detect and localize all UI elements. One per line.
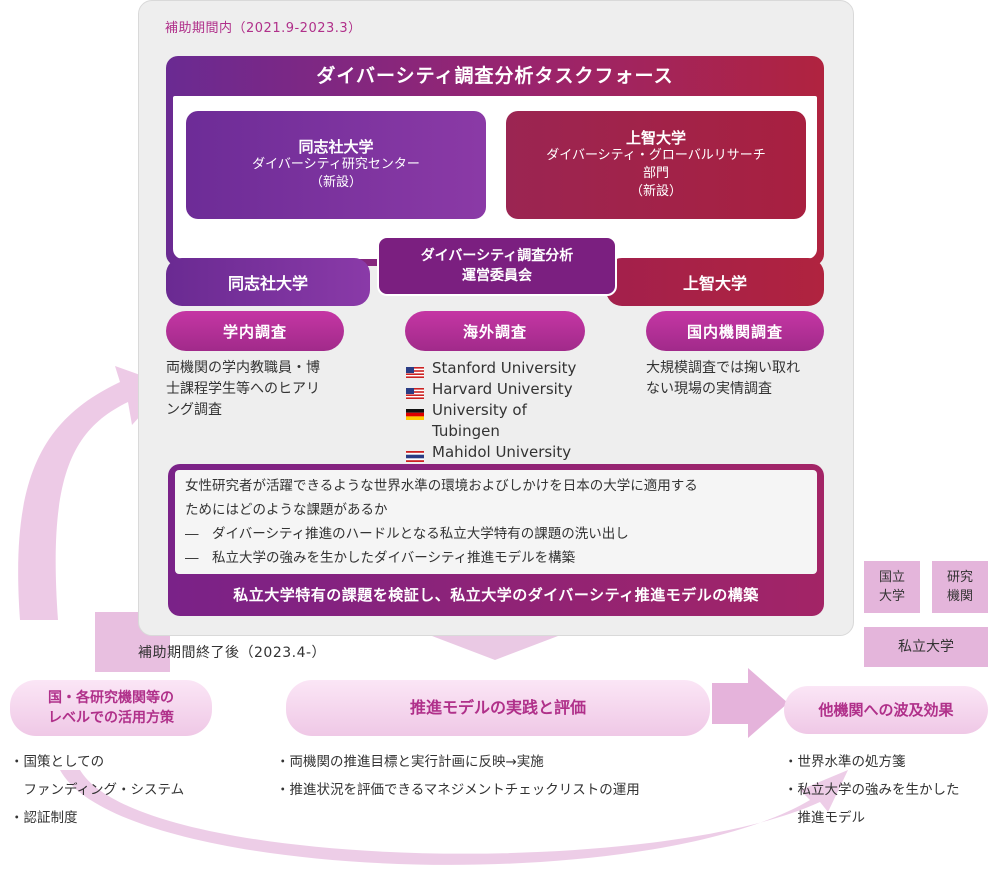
domestic-desc-line1: 大規模調査では掬い取れ: [646, 360, 800, 376]
university-name: Tubingen: [432, 422, 500, 440]
list-item: Stanford University: [406, 358, 606, 379]
doshisha-tab: 同志社大学: [166, 258, 370, 306]
internal-desc-line3: ング調査: [166, 402, 222, 418]
us-flag-icon: [406, 363, 424, 378]
private-univ-box: 私立大学: [864, 627, 988, 667]
sophia-tab: 上智大学: [606, 258, 824, 306]
university-name: Harvard University: [432, 380, 573, 398]
us-flag-icon: [406, 384, 424, 399]
sophia-unit-line2: ダイバーシティ・グローバルリサーチ: [546, 148, 766, 163]
issues-line4: ― 私立大学の強みを生かしたダイバーシティ推進モデルを構築: [185, 550, 576, 566]
practice-bullets: ・両機関の推進目標と実行計画に反映→実施 ・推進状況を評価できるマネジメントチェ…: [276, 748, 746, 804]
sophia-research-division: 上智大学 ダイバーシティ・グローバルリサーチ 部門 （新設）: [506, 111, 806, 219]
sophia-unit-line1: 上智大学: [625, 129, 686, 147]
bottom-swoosh-arrow: [60, 770, 848, 865]
practice-evaluation-bubble: 推進モデルの実践と評価: [286, 680, 710, 736]
issues-line2: ためにはどのような課題があるか: [185, 502, 388, 518]
period-after-label: 補助期間終了後（2023.4-）: [138, 645, 327, 661]
overseas-university-list: Stanford University Harvard University U…: [406, 358, 606, 463]
national-bullet-1: ・国策としての: [10, 754, 105, 770]
period-in-label: 補助期間内（2021.9-2023.3）: [165, 21, 362, 36]
national-usage-bubble: 国・各研究機関等の レベルでの活用方策: [10, 680, 212, 736]
internal-survey-pill: 学内調査: [166, 311, 344, 351]
spread-bullet-1: ・世界水準の処方箋: [784, 754, 906, 770]
doshisha-unit-line3: （新設）: [309, 175, 362, 190]
sophia-unit-line3: 部門: [642, 166, 669, 181]
issues-footer: 私立大学特有の課題を検証し、私立大学のダイバーシティ推進モデルの構築: [233, 586, 759, 604]
university-name: Stanford University: [432, 359, 577, 377]
spread-effect-bubble: 他機関への波及効果: [784, 686, 988, 734]
national-bullets: ・国策としての ファンディング・システム ・認証制度: [10, 748, 270, 832]
list-item: Tubingen: [406, 421, 606, 442]
taskforce-title: ダイバーシティ調査分析タスクフォース: [316, 65, 674, 87]
national-univ-box: 国立 大学: [864, 561, 920, 613]
domestic-survey-desc: 大規模調査では掬い取れ ない現場の実情調査: [646, 358, 836, 400]
practice-bullet-2: ・推進状況を評価できるマネジメントチェックリストの運用: [276, 782, 640, 798]
doshisha-diversity-center: 同志社大学 ダイバーシティ研究センター （新設）: [186, 111, 486, 219]
national-bubble-line2: レベルでの活用方策: [48, 710, 174, 726]
committee-line2: 運営委員会: [462, 268, 532, 284]
domestic-desc-line2: ない現場の実情調査: [646, 381, 772, 397]
national-bubble-line1: 国・各研究機関等の: [48, 690, 174, 706]
committee-line1: ダイバーシティ調査分析: [420, 248, 574, 264]
university-name: Mahidol University: [432, 443, 572, 461]
spread-bullets: ・世界水準の処方箋 ・私立大学の強みを生かした 推進モデル: [784, 748, 988, 832]
doshisha-unit-line1: 同志社大学: [298, 138, 374, 156]
national-bullet-3: ・認証制度: [10, 810, 78, 826]
domestic-survey-pill: 国内機関調査: [646, 311, 824, 351]
right-chevron-arrow: [712, 668, 788, 738]
issues-line3: ― ダイバーシティ推進のハードルとなる私立大学特有の課題の洗い出し: [185, 526, 629, 542]
list-item: University of: [406, 400, 606, 421]
th-flag-icon: [406, 447, 424, 462]
university-name: University of: [432, 401, 527, 419]
research-inst-box: 研究 機関: [932, 561, 988, 613]
internal-desc-line2: 士課程学生等へのヒアリ: [166, 381, 320, 397]
spread-bullet-3: 推進モデル: [784, 810, 865, 826]
practice-bullet-1: ・両機関の推進目標と実行計画に反映→実施: [276, 754, 544, 770]
doshisha-unit-line2: ダイバーシティ研究センター: [252, 157, 420, 172]
issues-line1: 女性研究者が活躍できるような世界水準の環境およびしかけを日本の大学に適用する: [185, 478, 698, 494]
spread-bullet-2: ・私立大学の強みを生かした: [784, 782, 960, 798]
feedback-loop-arrow: [18, 366, 168, 620]
list-item: Mahidol University: [406, 442, 606, 463]
de-flag-icon: [406, 405, 424, 420]
internal-desc-line1: 両機関の学内教職員・博: [166, 360, 320, 376]
internal-survey-desc: 両機関の学内教職員・博 士課程学生等へのヒアリ ング調査: [166, 358, 366, 421]
overseas-survey-pill: 海外調査: [405, 311, 585, 351]
national-bullet-2: ファンディング・システム: [10, 782, 185, 798]
sophia-unit-line4: （新設）: [629, 184, 682, 199]
steering-committee: ダイバーシティ調査分析 運営委員会: [377, 236, 617, 296]
issues-text: 女性研究者が活躍できるような世界水準の環境およびしかけを日本の大学に適用する た…: [175, 470, 817, 574]
list-item: Harvard University: [406, 379, 606, 400]
